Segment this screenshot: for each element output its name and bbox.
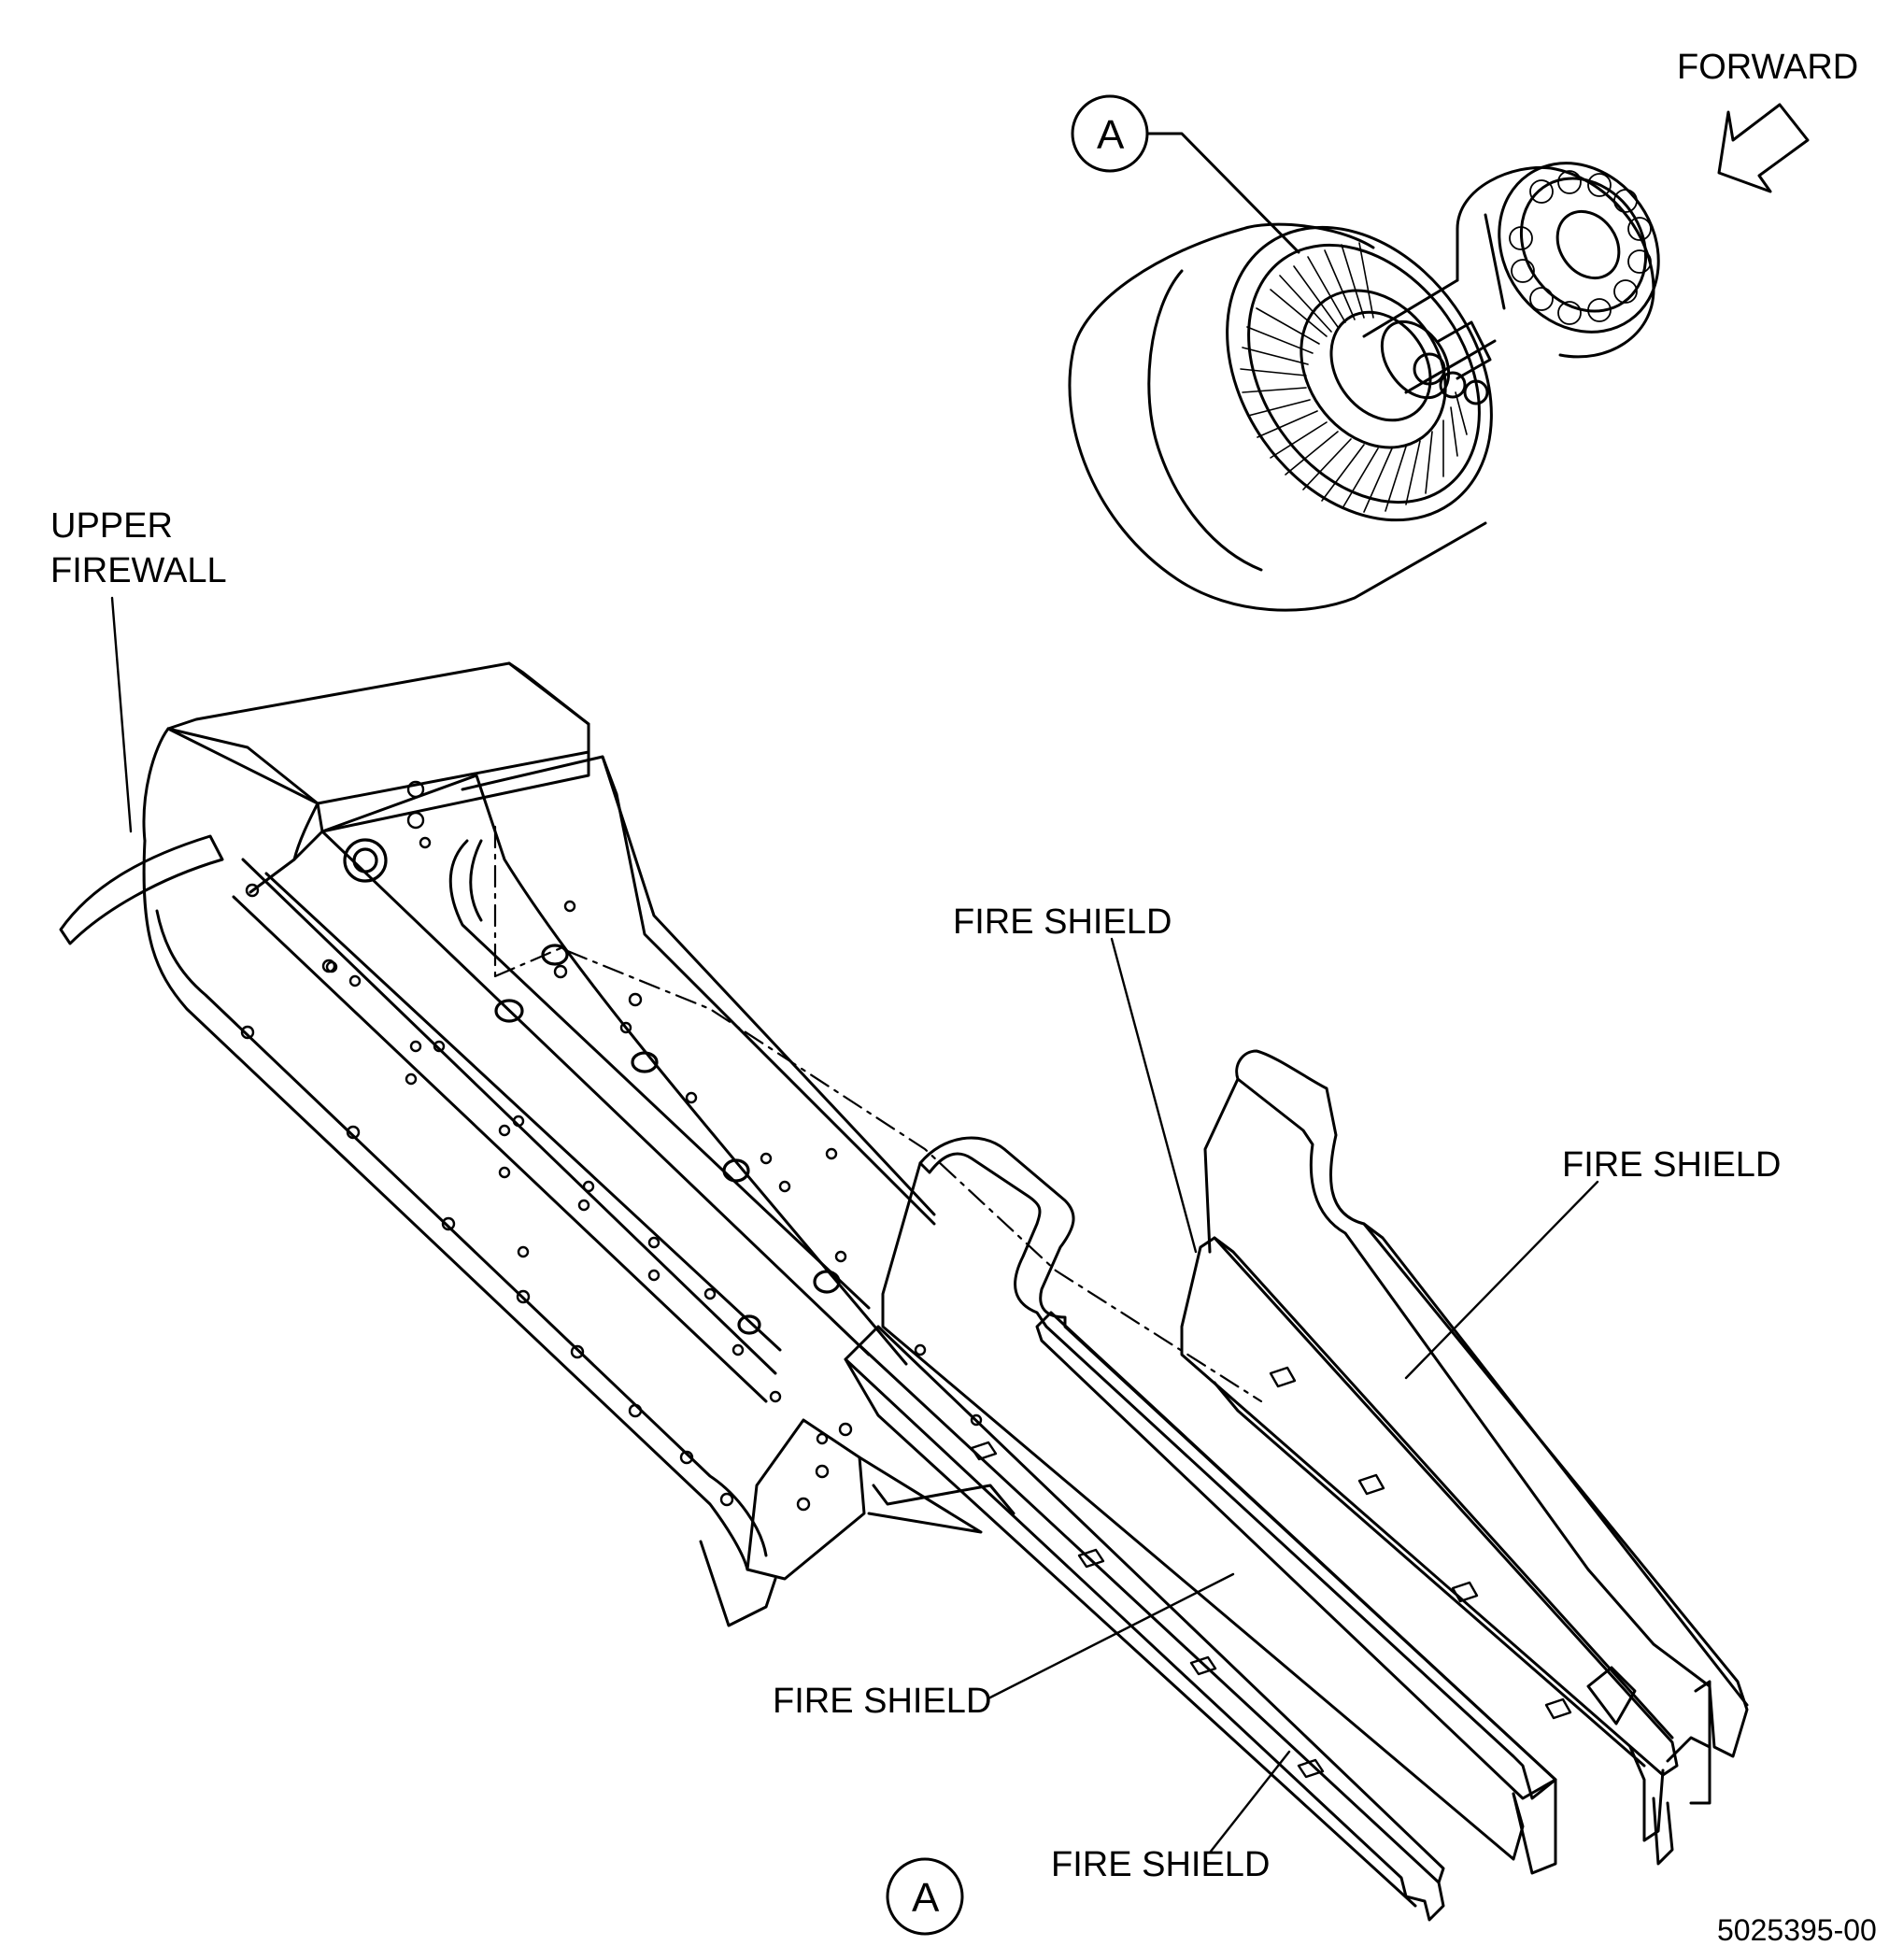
callout-letter-top: A <box>1097 112 1125 158</box>
alignment-line <box>493 825 1263 1403</box>
fire-shield-label-bottom: FIRE SHIELD <box>1051 1845 1271 1884</box>
fire-shield-middle <box>881 1136 1557 1875</box>
forward-label: FORWARD <box>1677 48 1859 87</box>
upper-firewall-label: UPPER FIREWALL <box>50 506 227 590</box>
figure-number: 5025395-00 <box>1717 1913 1877 1947</box>
fire-shield-right <box>1203 1049 1749 1866</box>
forward-arrow-icon <box>1717 103 1810 193</box>
callout-letter-bottom: A <box>912 1875 940 1921</box>
fire-shield-inner <box>1180 1236 1679 1842</box>
fire-shield-label-top: FIRE SHIELD <box>953 902 1172 942</box>
fire-shield-label-right: FIRE SHIELD <box>1562 1145 1782 1185</box>
callout-leader-top <box>1145 132 1300 254</box>
firewall-structure <box>59 661 1016 1627</box>
fire-shield-label-middle: FIRE SHIELD <box>773 1682 992 1721</box>
label-leaders <box>110 596 1599 1854</box>
fire-shield-lower <box>844 1325 1445 1922</box>
callout-circle-bottom <box>886 1857 964 1936</box>
engine-detail-a <box>1068 162 1660 612</box>
